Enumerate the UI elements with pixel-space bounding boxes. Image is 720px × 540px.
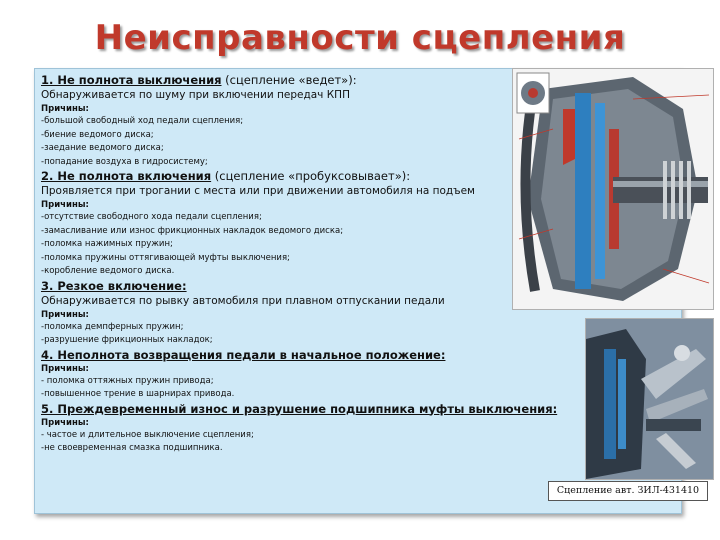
faults-text: 1. Не полнота выключения (сцепление «вед…	[41, 73, 601, 456]
reason-item: -коробление ведомого диска.	[41, 266, 175, 276]
section-description: Обнаруживается по шуму при включении пер…	[41, 89, 350, 101]
reason-item: -отсутствие свободного хода педали сцепл…	[41, 212, 262, 222]
slide-title: Неисправности сцепления	[94, 18, 626, 58]
reason-item: -разрушение фрикционных накладок;	[41, 335, 213, 345]
clutch-assembly-photo	[585, 318, 714, 480]
section-heading: 2. Не полнота включения (сцепление «проб…	[41, 169, 601, 184]
section-description: Обнаруживается по рывку автомобиля при п…	[41, 294, 445, 307]
section-heading-note: (сцепление «ведет»):	[221, 73, 357, 87]
section-heading: 4. Неполнота возвращения педали в началь…	[41, 348, 601, 363]
section-heading-title: 1. Не полнота выключения	[41, 73, 222, 87]
section-heading-title: 4. Неполнота возвращения педали в началь…	[41, 347, 446, 362]
reason-item: -поломка нажимных пружин;	[41, 239, 173, 249]
section-description: Проявляется при трогании с места или при…	[41, 185, 475, 197]
reason-item: - частое и длительное выключение сцеплен…	[41, 429, 254, 440]
reasons-label: Причины:	[41, 417, 89, 428]
reason-item: -поломка пружины оттягивающей муфты выкл…	[41, 252, 290, 263]
section-heading: 1. Не полнота выключения (сцепление «вед…	[41, 73, 601, 88]
reason-item: -биение ведомого диска;	[41, 129, 154, 140]
image-caption: Сцепление авт. ЗИЛ-431410	[548, 481, 708, 501]
reason-item: -заедание ведомого диска;	[41, 143, 164, 153]
reason-item: -замасливание или износ фрикционных накл…	[41, 225, 344, 236]
section-heading: 5. Преждевременный износ и разрушение по…	[41, 402, 601, 417]
reason-item: -поломка демпферных пружин;	[41, 321, 184, 332]
reasons-label: Причины:	[41, 309, 89, 320]
reason-item: -большой свободный ход педали сцепления;	[41, 116, 244, 126]
reason-item: - поломка оттяжных пружин привода;	[41, 375, 214, 386]
section-heading-title: 2. Не полнота включения	[41, 169, 212, 183]
clutch-cutaway-illustration	[512, 68, 714, 310]
section-heading-note: (сцепление «пробуксовывает»):	[211, 169, 411, 183]
clutch-assembly-drawing	[586, 319, 713, 479]
section-heading-title: 3. Резкое включение:	[41, 278, 187, 293]
reason-item: -повышенное трение в шарнирах привода.	[41, 389, 235, 399]
reasons-label: Причины:	[41, 200, 89, 210]
reasons-label: Причины:	[41, 104, 89, 114]
reason-item: -не своевременная смазка подшипника.	[41, 443, 223, 453]
reason-item: -попадание воздуха в гидросистему;	[41, 156, 208, 167]
clutch-cutaway-drawing	[513, 69, 713, 309]
section-heading: 3. Резкое включение:	[41, 279, 601, 294]
section-heading-title: 5. Преждевременный износ и разрушение по…	[41, 401, 558, 416]
reasons-label: Причины:	[41, 363, 89, 374]
